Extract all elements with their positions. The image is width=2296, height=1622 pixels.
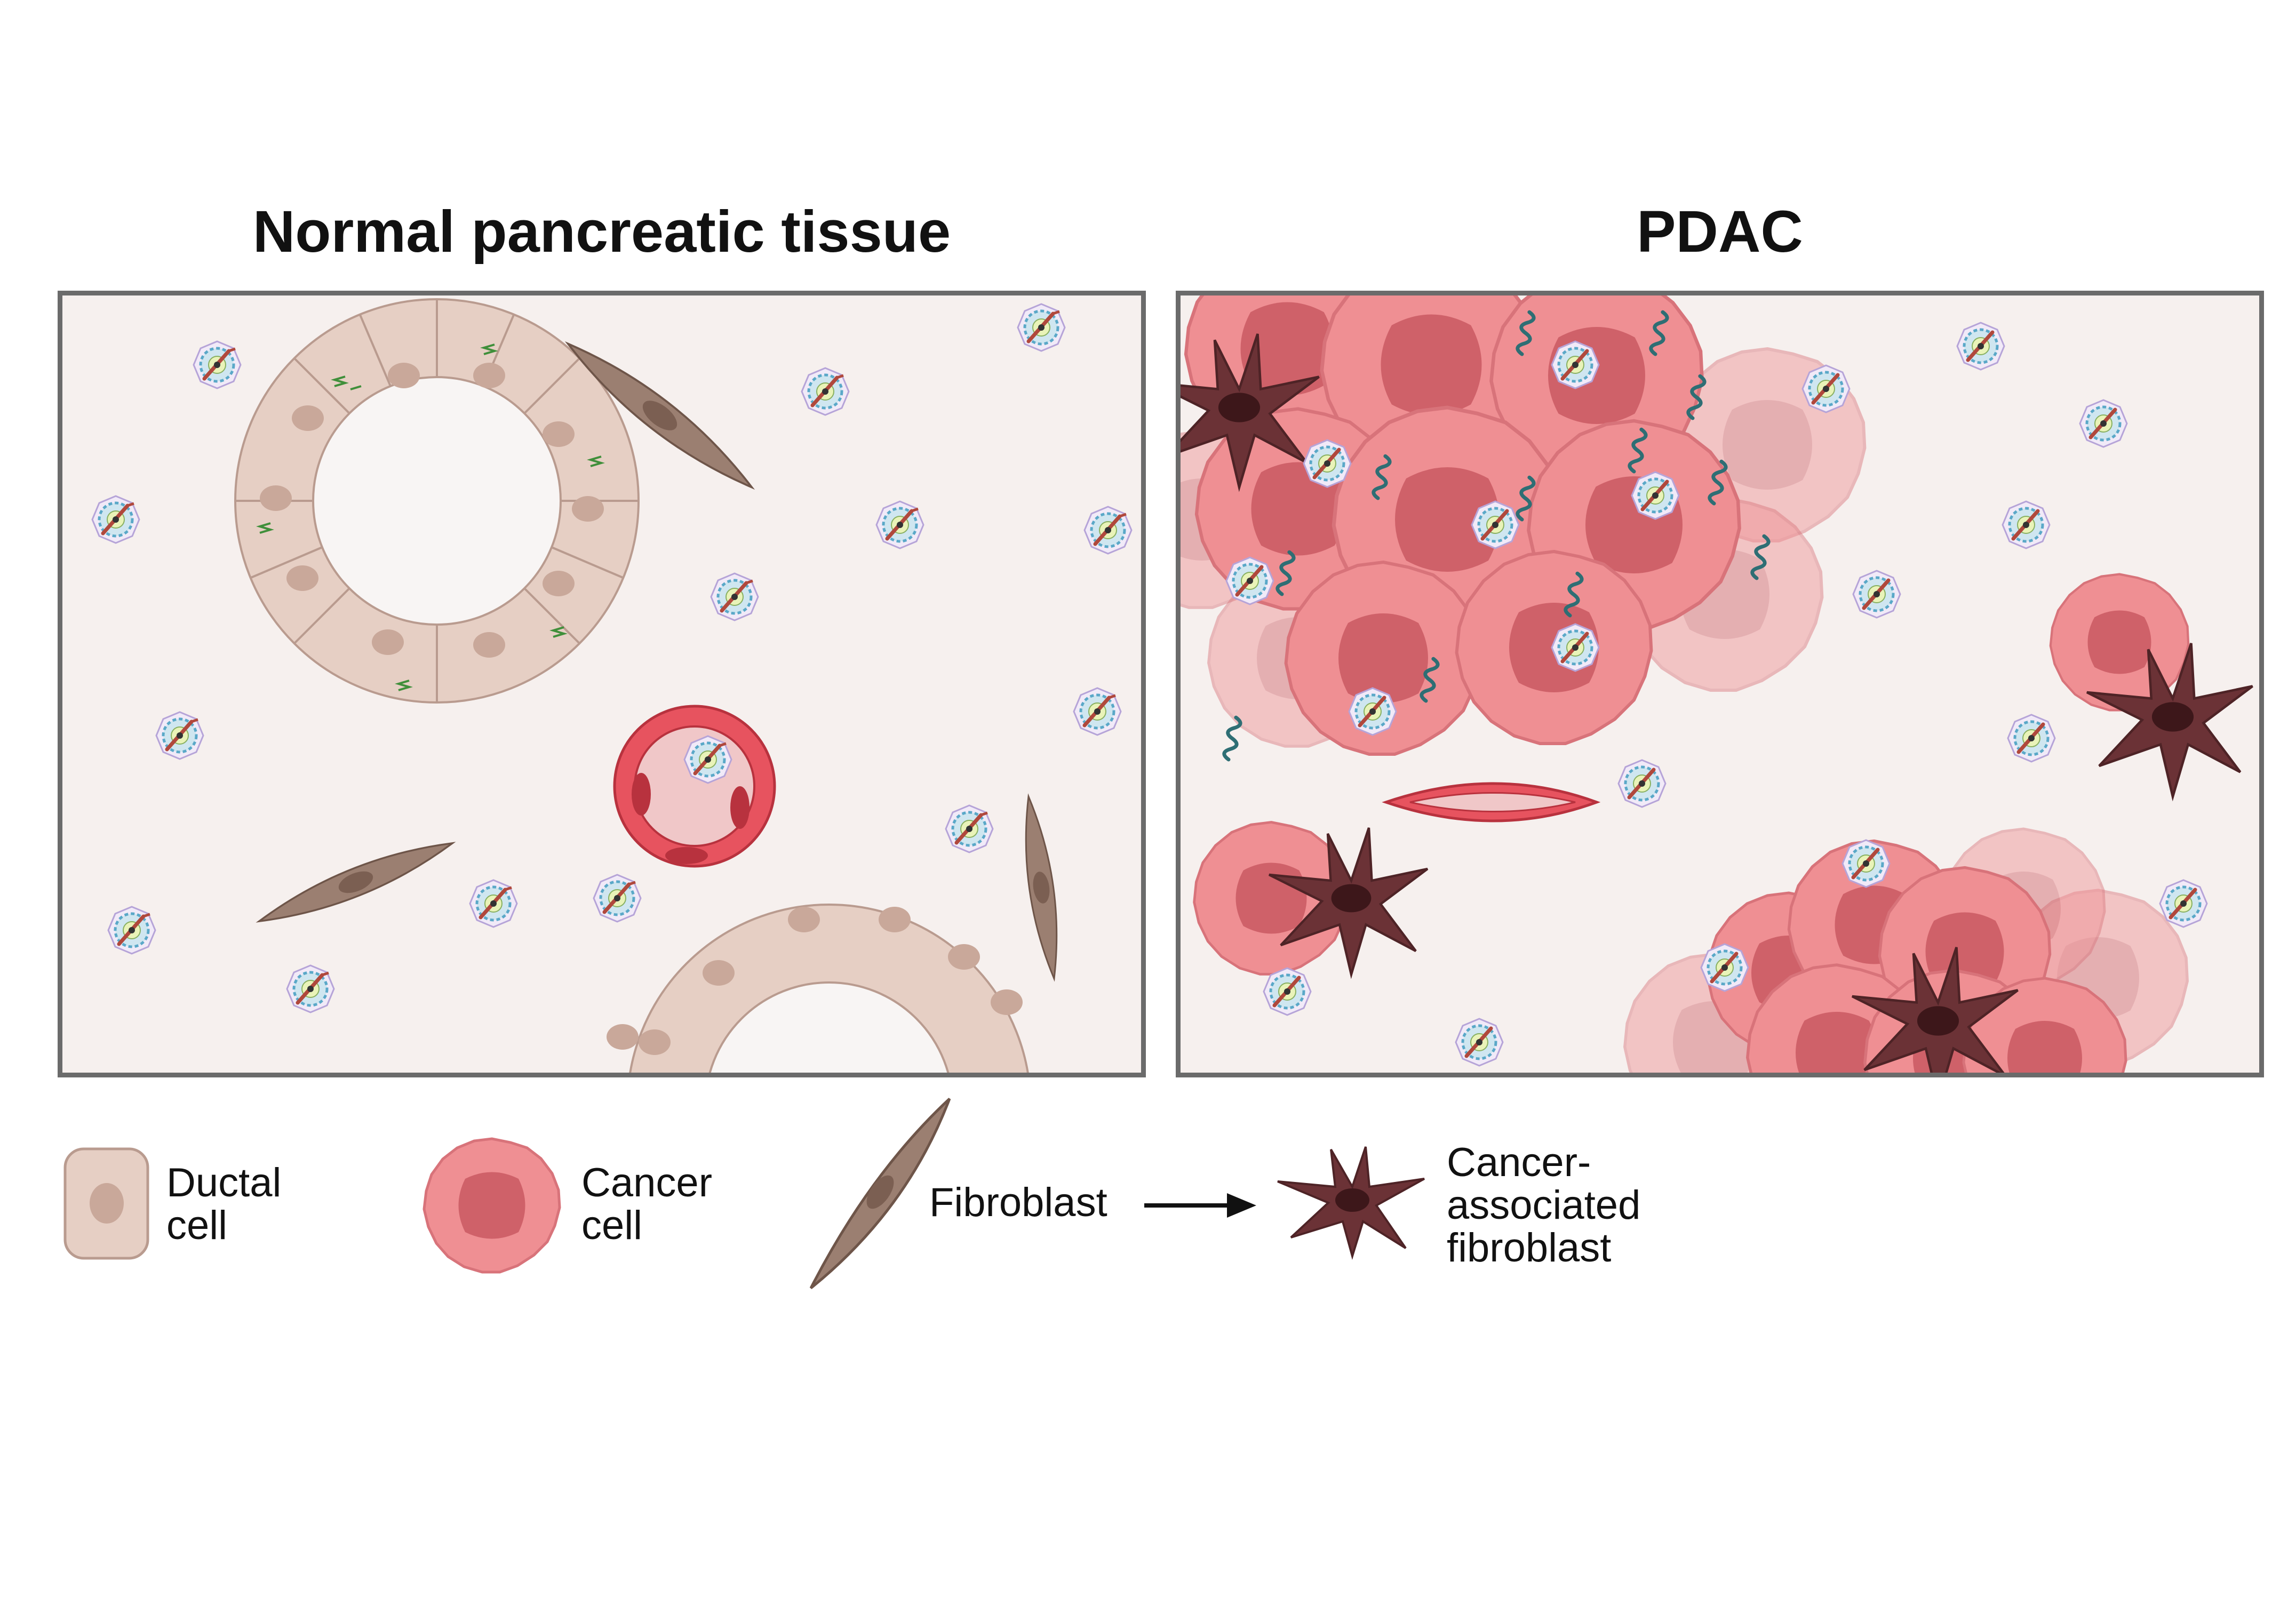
duct-lumen-lower — [708, 981, 950, 1073]
virus-particle — [1803, 365, 1849, 412]
pdac-illustration — [1181, 295, 2264, 1077]
virus-particle — [1226, 557, 1273, 604]
virus-particle — [802, 368, 849, 415]
virus-particle — [2160, 880, 2207, 927]
legend-caf-line2: associated — [1447, 1182, 1641, 1228]
title-normal-tissue: Normal pancreatic tissue — [252, 199, 951, 265]
virus-particle — [594, 875, 641, 922]
duct-lumen-upper — [312, 376, 562, 626]
ductal-cell-icon — [63, 1147, 149, 1260]
normal-tissue-illustration — [62, 298, 1146, 1073]
blood-vessel — [613, 705, 776, 868]
virus-particle — [1552, 624, 1599, 671]
virus-particle — [1264, 968, 1311, 1015]
virus-particle — [1349, 688, 1396, 735]
junction-markers — [256, 343, 605, 691]
virus-particle — [1018, 304, 1065, 351]
title-pdac: PDAC — [1637, 199, 1803, 265]
virus-particle — [711, 573, 758, 620]
caf-icon — [1277, 1146, 1425, 1260]
legend-caf-line1: Cancer- — [1447, 1140, 1591, 1185]
ductal-nuclei-lower — [607, 907, 1023, 1055]
legend-ductal-line1: Ductal — [166, 1160, 282, 1205]
normal-tissue-panel — [58, 291, 1146, 1077]
legend-ductal-label: Ductal cell — [166, 1162, 281, 1247]
virus-particle — [684, 736, 731, 783]
virus-particle — [1843, 840, 1890, 887]
virus-particle — [1552, 341, 1599, 388]
virus-particle — [194, 341, 241, 388]
ductal-nuclei-upper — [260, 363, 604, 658]
fibroblast-icon — [809, 1098, 951, 1289]
virus-particle — [92, 496, 139, 543]
virus-particle — [1074, 688, 1121, 735]
virus-particle — [1701, 944, 1748, 991]
legend-cancer-line1: Cancer — [581, 1160, 712, 1205]
virus-particle — [1853, 571, 1900, 618]
virus-particle — [287, 965, 334, 1012]
virus-particle — [2080, 400, 2127, 447]
virus-particle — [1304, 440, 1351, 487]
virus-particle — [156, 712, 203, 759]
legend-cancer-line2: cell — [581, 1203, 643, 1248]
virus-particle — [470, 880, 517, 927]
tumor-cluster-upper — [1181, 295, 1864, 754]
fibroblast-3 — [1016, 794, 1067, 981]
virus-particle — [1619, 760, 1665, 807]
virus-particle — [876, 501, 923, 548]
virus-particle — [2008, 715, 2055, 762]
virus-particle — [1456, 1019, 1503, 1066]
legend-caf-line3: fibroblast — [1447, 1225, 1612, 1271]
legend-cancer-label: Cancer cell — [581, 1162, 712, 1247]
pdac-panel — [1176, 291, 2264, 1077]
fibroblast-2 — [253, 829, 459, 935]
compressed-blood-vessel — [1382, 782, 1601, 822]
virus-particle — [1085, 507, 1131, 554]
virus-particle — [108, 907, 155, 954]
virus-particle — [946, 805, 993, 852]
virus-particle — [1632, 472, 1679, 519]
cancer-cell-icon — [422, 1137, 561, 1274]
legend-ductal-line2: cell — [166, 1203, 228, 1248]
transition-arrow-icon — [1144, 1193, 1256, 1218]
virus-particle — [1957, 323, 2004, 370]
legend-fibroblast-label: Fibroblast — [929, 1180, 1107, 1225]
virus-particle — [1472, 501, 1519, 548]
virus-particle — [2003, 501, 2050, 548]
legend-caf-label: Cancer- associated fibroblast — [1447, 1141, 1640, 1269]
